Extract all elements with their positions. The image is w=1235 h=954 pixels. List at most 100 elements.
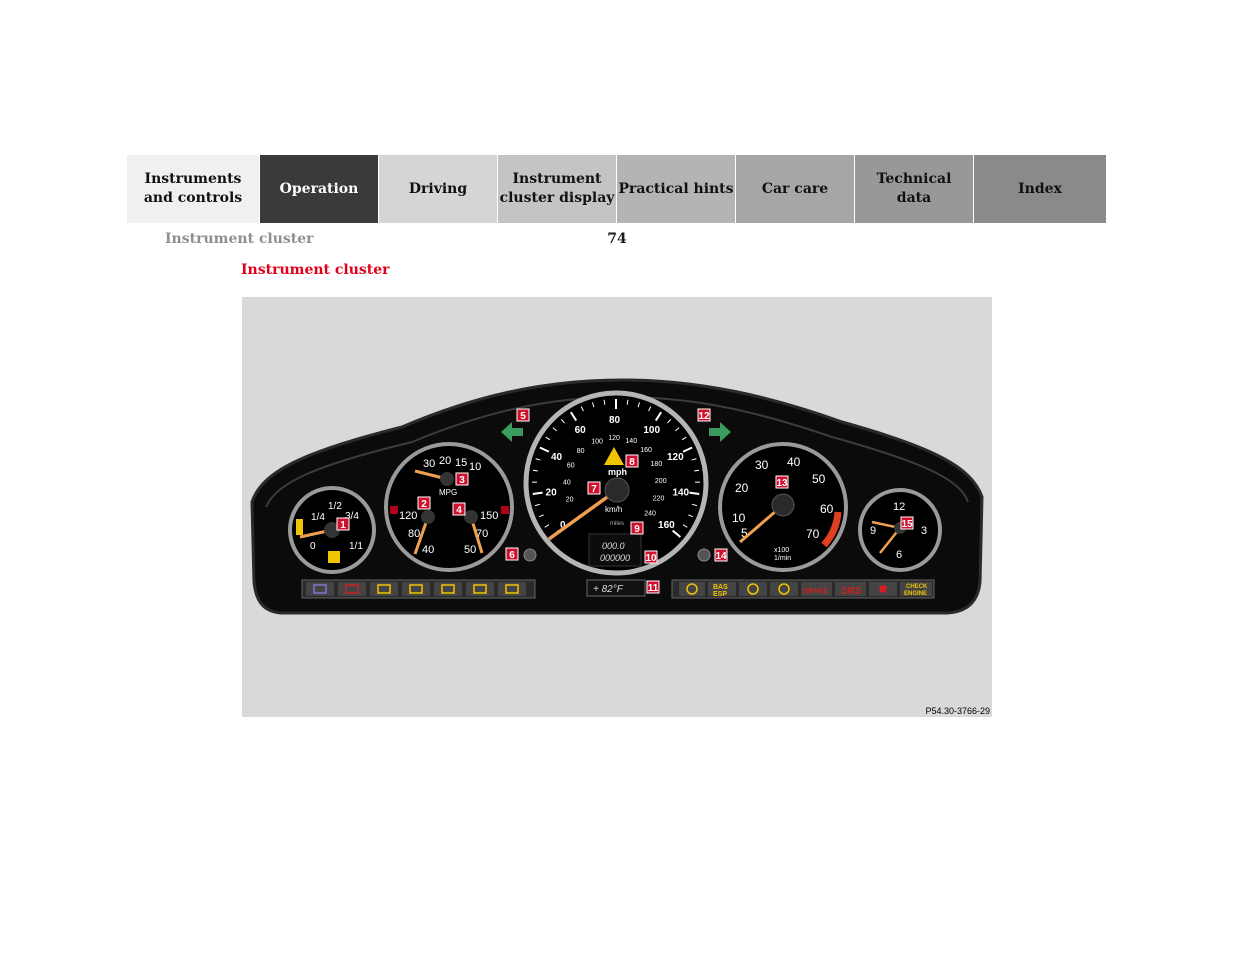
callout-number: 14 [715, 551, 727, 562]
callout-box [775, 475, 789, 489]
bas-lamp: BAS [713, 584, 728, 591]
figure-code: P54.30-3766-29 [925, 706, 990, 716]
speed-kmh-label: 80 [577, 448, 585, 455]
speed-mph-label: 120 [667, 452, 684, 463]
warning-lamp [498, 582, 526, 596]
coolant-label: 80 [408, 528, 420, 540]
fuel-label: 0 [310, 541, 316, 552]
speed-tick [592, 402, 595, 408]
speed-tick [667, 418, 672, 424]
callout-number: 1 [340, 520, 346, 531]
speed-tick [535, 458, 541, 461]
callout-number: 6 [509, 550, 515, 561]
callout-box [587, 481, 601, 495]
speed-tick [682, 446, 693, 453]
chapter-tab[interactable]: Index [973, 155, 1106, 223]
oil-label: 50 [464, 544, 476, 556]
speed-tick [694, 469, 700, 472]
callout-box [630, 521, 644, 535]
chapter-tab[interactable]: Instruments and controls [127, 155, 259, 223]
engine-lamp: ENGINE [904, 591, 927, 597]
chapter-tab[interactable]: Car care [735, 155, 854, 223]
tach-label: 20 [735, 481, 749, 495]
chapter-tab[interactable]: Practical hints [616, 155, 735, 223]
callout-number: 9 [634, 524, 640, 535]
callout-number: 2 [421, 499, 427, 510]
speed-kmh-label: 120 [608, 435, 620, 442]
callout-number: 5 [520, 411, 526, 422]
combo-gauge: 30 20 15 10 MPG 120 80 40 150 70 50 [384, 442, 514, 572]
speed-tick [570, 411, 578, 422]
oil-label: 150 [480, 510, 498, 522]
chapter-tab[interactable]: Operation [259, 155, 378, 223]
callout-number: 3 [459, 475, 465, 486]
fuel-label: 1/1 [349, 541, 363, 552]
callout-box [625, 454, 639, 468]
tach-label: 70 [806, 527, 820, 541]
clock-label: 6 [896, 549, 902, 561]
coolant-label: 40 [422, 544, 434, 556]
speed-kmh-label: 200 [655, 478, 667, 485]
speed-kmh-label: 180 [651, 461, 663, 468]
left-turn-signal-icon [501, 422, 523, 442]
mpg-label: 10 [469, 461, 481, 473]
callout-number: 4 [456, 505, 462, 516]
callout-number: 8 [629, 457, 635, 468]
callout-box [336, 517, 350, 531]
speed-tick [691, 503, 698, 507]
warning-lamp [370, 582, 398, 596]
warning-lamp-icon [345, 584, 359, 594]
total-odometer: 000000 [600, 553, 630, 563]
speed-tick [532, 469, 538, 472]
callout-box [505, 547, 519, 561]
section-title: Instrument cluster [241, 262, 390, 278]
speed-tick [654, 411, 662, 422]
speed-needle [547, 488, 619, 541]
chapter-tab[interactable]: Technical data [854, 155, 973, 223]
instrument-cluster-figure: 1/4 1/2 3/4 1/1 0 30 20 15 10 MPG 120 80… [242, 297, 992, 717]
speed-kmh-label: 20 [566, 497, 574, 504]
speed-mph-label: 100 [643, 425, 660, 436]
callout-box [452, 502, 466, 516]
callout-box [697, 408, 711, 422]
chapter-tab[interactable]: Instrument cluster display [497, 155, 616, 223]
clock-label: 9 [870, 525, 876, 537]
knob-right-icon [697, 548, 711, 562]
chapter-tab[interactable]: Driving [378, 155, 497, 223]
warning-lamp [466, 582, 494, 596]
tach-label: 10 [732, 511, 746, 525]
speed-tick [648, 406, 652, 412]
parking-brake-lamp-icon [778, 583, 790, 595]
speed-mph-label: 140 [672, 487, 689, 498]
clock: 12 3 6 9 [858, 488, 942, 572]
speed-tick [545, 436, 551, 441]
speed-tick [532, 491, 543, 495]
callout-box [900, 516, 914, 530]
warning-lamp-icon [409, 584, 423, 594]
speed-mph-label: 160 [658, 520, 675, 531]
speed-tick [552, 427, 557, 432]
speed-kmh-label: 160 [640, 447, 652, 454]
speed-miles: miles [610, 521, 624, 527]
speed-tick [603, 399, 606, 405]
check-lamp: CHECK [906, 584, 928, 590]
speed-tick [560, 418, 565, 424]
instrument-cluster-illustration: 1/4 1/2 3/4 1/1 0 30 20 15 10 MPG 120 80… [250, 378, 984, 615]
speed-kmh-label: 60 [567, 463, 575, 470]
speed-tick [580, 406, 584, 412]
brake-pad-lamp-icon [747, 583, 759, 595]
callout-number: 12 [698, 411, 710, 422]
fuel-label: 3/4 [345, 511, 359, 522]
tach-label: 60 [820, 502, 834, 516]
speed-mph-label: 0 [560, 520, 566, 531]
warning-lamp-icon [441, 584, 455, 594]
tach-label: 50 [812, 472, 826, 486]
speed-tick [544, 524, 550, 528]
tach-redline [821, 511, 842, 548]
coolant-label: 120 [399, 510, 417, 522]
speed-tick [689, 491, 700, 495]
warning-lamp [338, 582, 366, 596]
fuel-pump-icon [328, 551, 340, 563]
outside-temperature: + 82°F [593, 584, 624, 595]
callout-box [644, 550, 658, 564]
